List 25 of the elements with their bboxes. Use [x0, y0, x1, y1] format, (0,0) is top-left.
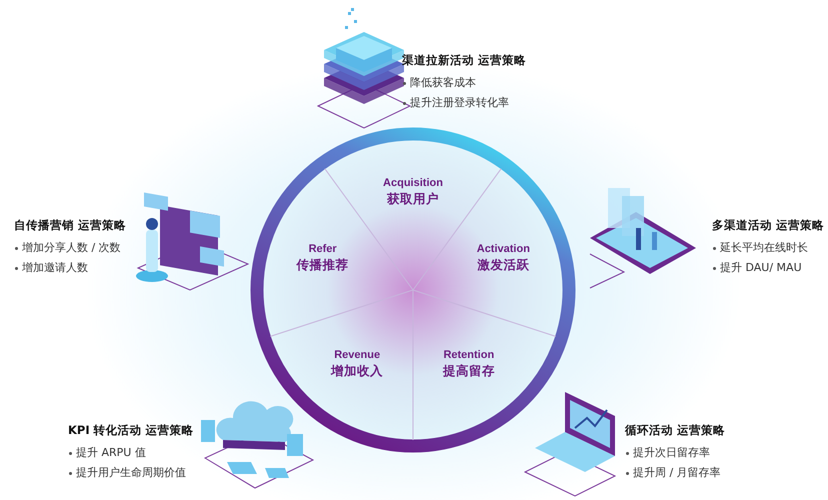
bullet-text: 增加邀请人数	[22, 260, 88, 275]
bullet-text: 提升 DAU/ MAU	[720, 260, 802, 275]
stage-name: Revenue	[333, 348, 382, 361]
bullet-text: 提升周 / 月留存率	[633, 465, 721, 480]
strategy-heading: 渠道拉新活动 运营策略	[402, 53, 526, 68]
strategy-heading: 循环活动 运营策略	[625, 423, 726, 438]
stage-name: Retention	[442, 348, 496, 361]
strategy-heading: 自传播营销 运营策略	[14, 218, 126, 233]
stage-name: Refer	[308, 242, 338, 255]
bullet-text: 提升 ARPU 值	[76, 445, 146, 460]
bullet-text: 提升次日留存率	[633, 445, 710, 460]
bullet-text: 延长平均在线时长	[720, 240, 808, 255]
stage-subtitle: 提高留存	[442, 362, 496, 380]
bullet-text: 提升用户生命周期价值	[76, 465, 186, 480]
stage-subtitle: 传播推荐	[295, 256, 350, 274]
stage-name: Acquisition	[382, 177, 444, 189]
stage-name: Activation	[476, 242, 531, 255]
stage-subtitle: 获取用户	[386, 191, 440, 208]
bullet-text: 降低获客成本	[410, 75, 476, 90]
strategy-heading: 多渠道活动 运营策略	[712, 218, 824, 233]
bullet-text: 增加分享人数 / 次数	[22, 240, 121, 255]
stage-subtitle: 激发活跃	[476, 256, 530, 274]
strategy-heading: KPI 转化活动 运营策略	[68, 423, 194, 438]
bullet-text: 提升注册登录转化率	[410, 95, 509, 110]
stage-subtitle: 增加收入	[330, 362, 384, 380]
